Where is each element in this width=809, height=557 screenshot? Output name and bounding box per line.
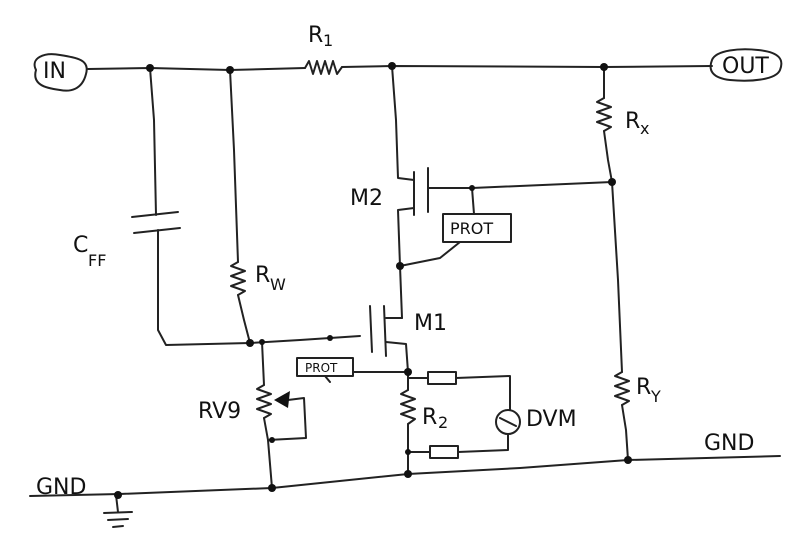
rx-resistor — [596, 66, 613, 183]
m1-transistor — [369, 305, 409, 373]
ry-resistor — [611, 181, 630, 461]
m2-prot-box — [399, 187, 512, 267]
r2-subscript: 2 — [438, 413, 448, 432]
ry-label: R — [636, 375, 651, 400]
junction-dots — [114, 62, 632, 499]
gnd-right-label: GND — [704, 431, 754, 456]
cff-capacitor — [131, 67, 251, 346]
r1-subscript: 1 — [323, 31, 333, 50]
cff-label: C — [73, 233, 88, 258]
m1-prot-label: PROT — [305, 361, 338, 375]
r2-resistor — [400, 371, 416, 477]
m2-prot-label: PROT — [450, 219, 493, 238]
r1-resistor — [304, 60, 343, 75]
rv9-potentiometer — [256, 341, 307, 489]
in-terminal — [33, 53, 88, 92]
out-label: OUT — [722, 54, 769, 79]
m2-transistor — [391, 65, 613, 319]
dvm-label: DVM — [526, 407, 577, 432]
rx-subscript: x — [640, 119, 649, 138]
cff-subscript: FF — [88, 251, 106, 270]
rv9-label: RV9 — [198, 399, 241, 424]
r2-label: R — [422, 405, 437, 430]
rw-label: R — [255, 263, 270, 288]
rw-resistor — [229, 69, 251, 344]
m1-label: M1 — [414, 311, 447, 336]
gnd-left-label: GND — [36, 475, 86, 500]
out-terminal — [709, 48, 783, 82]
rw-subscript: W — [270, 275, 286, 294]
m1-gate-wire — [249, 335, 361, 344]
in-label: IN — [43, 59, 66, 84]
m1-prot-box — [296, 357, 409, 383]
top-rail-wire — [87, 65, 713, 71]
rx-label: R — [625, 109, 640, 134]
m2-label: M2 — [350, 186, 383, 211]
r1-label: R — [308, 23, 323, 48]
dvm-meter — [407, 371, 521, 459]
ground-symbol — [103, 494, 133, 528]
ry-subscript: Y — [650, 387, 661, 406]
